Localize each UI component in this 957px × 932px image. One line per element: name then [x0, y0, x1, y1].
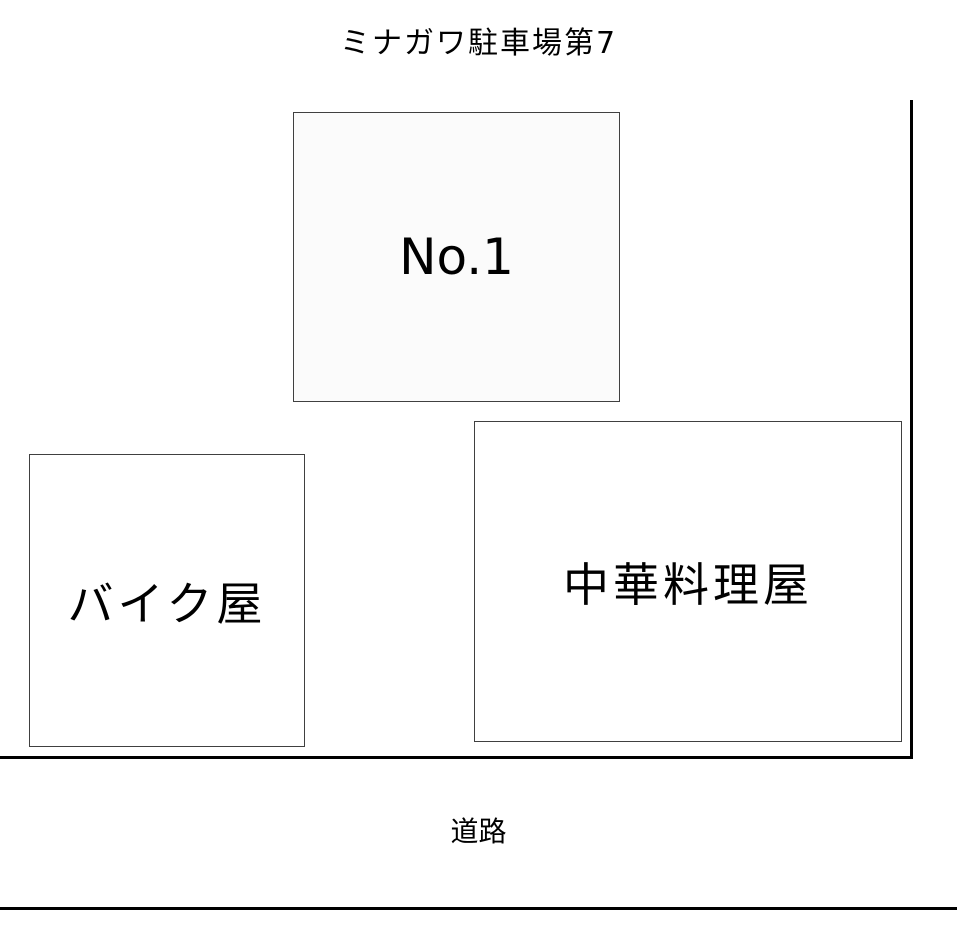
lot-bottom-boundary-line [0, 756, 913, 759]
parking-space-no1[interactable]: No.1 [293, 112, 620, 402]
right-boundary-line [910, 100, 913, 759]
chinese-restaurant-building: 中華料理屋 [474, 421, 902, 742]
bike-shop-building: バイク屋 [29, 454, 305, 747]
map-title: ミナガワ駐車場第7 [339, 26, 618, 61]
chinese-restaurant-label: 中華料理屋 [563, 557, 813, 612]
road-label: 道路 [450, 815, 507, 848]
road-edge-line [0, 907, 957, 910]
bike-shop-label: バイク屋 [67, 576, 267, 631]
parking-space-label: No.1 [399, 228, 514, 286]
